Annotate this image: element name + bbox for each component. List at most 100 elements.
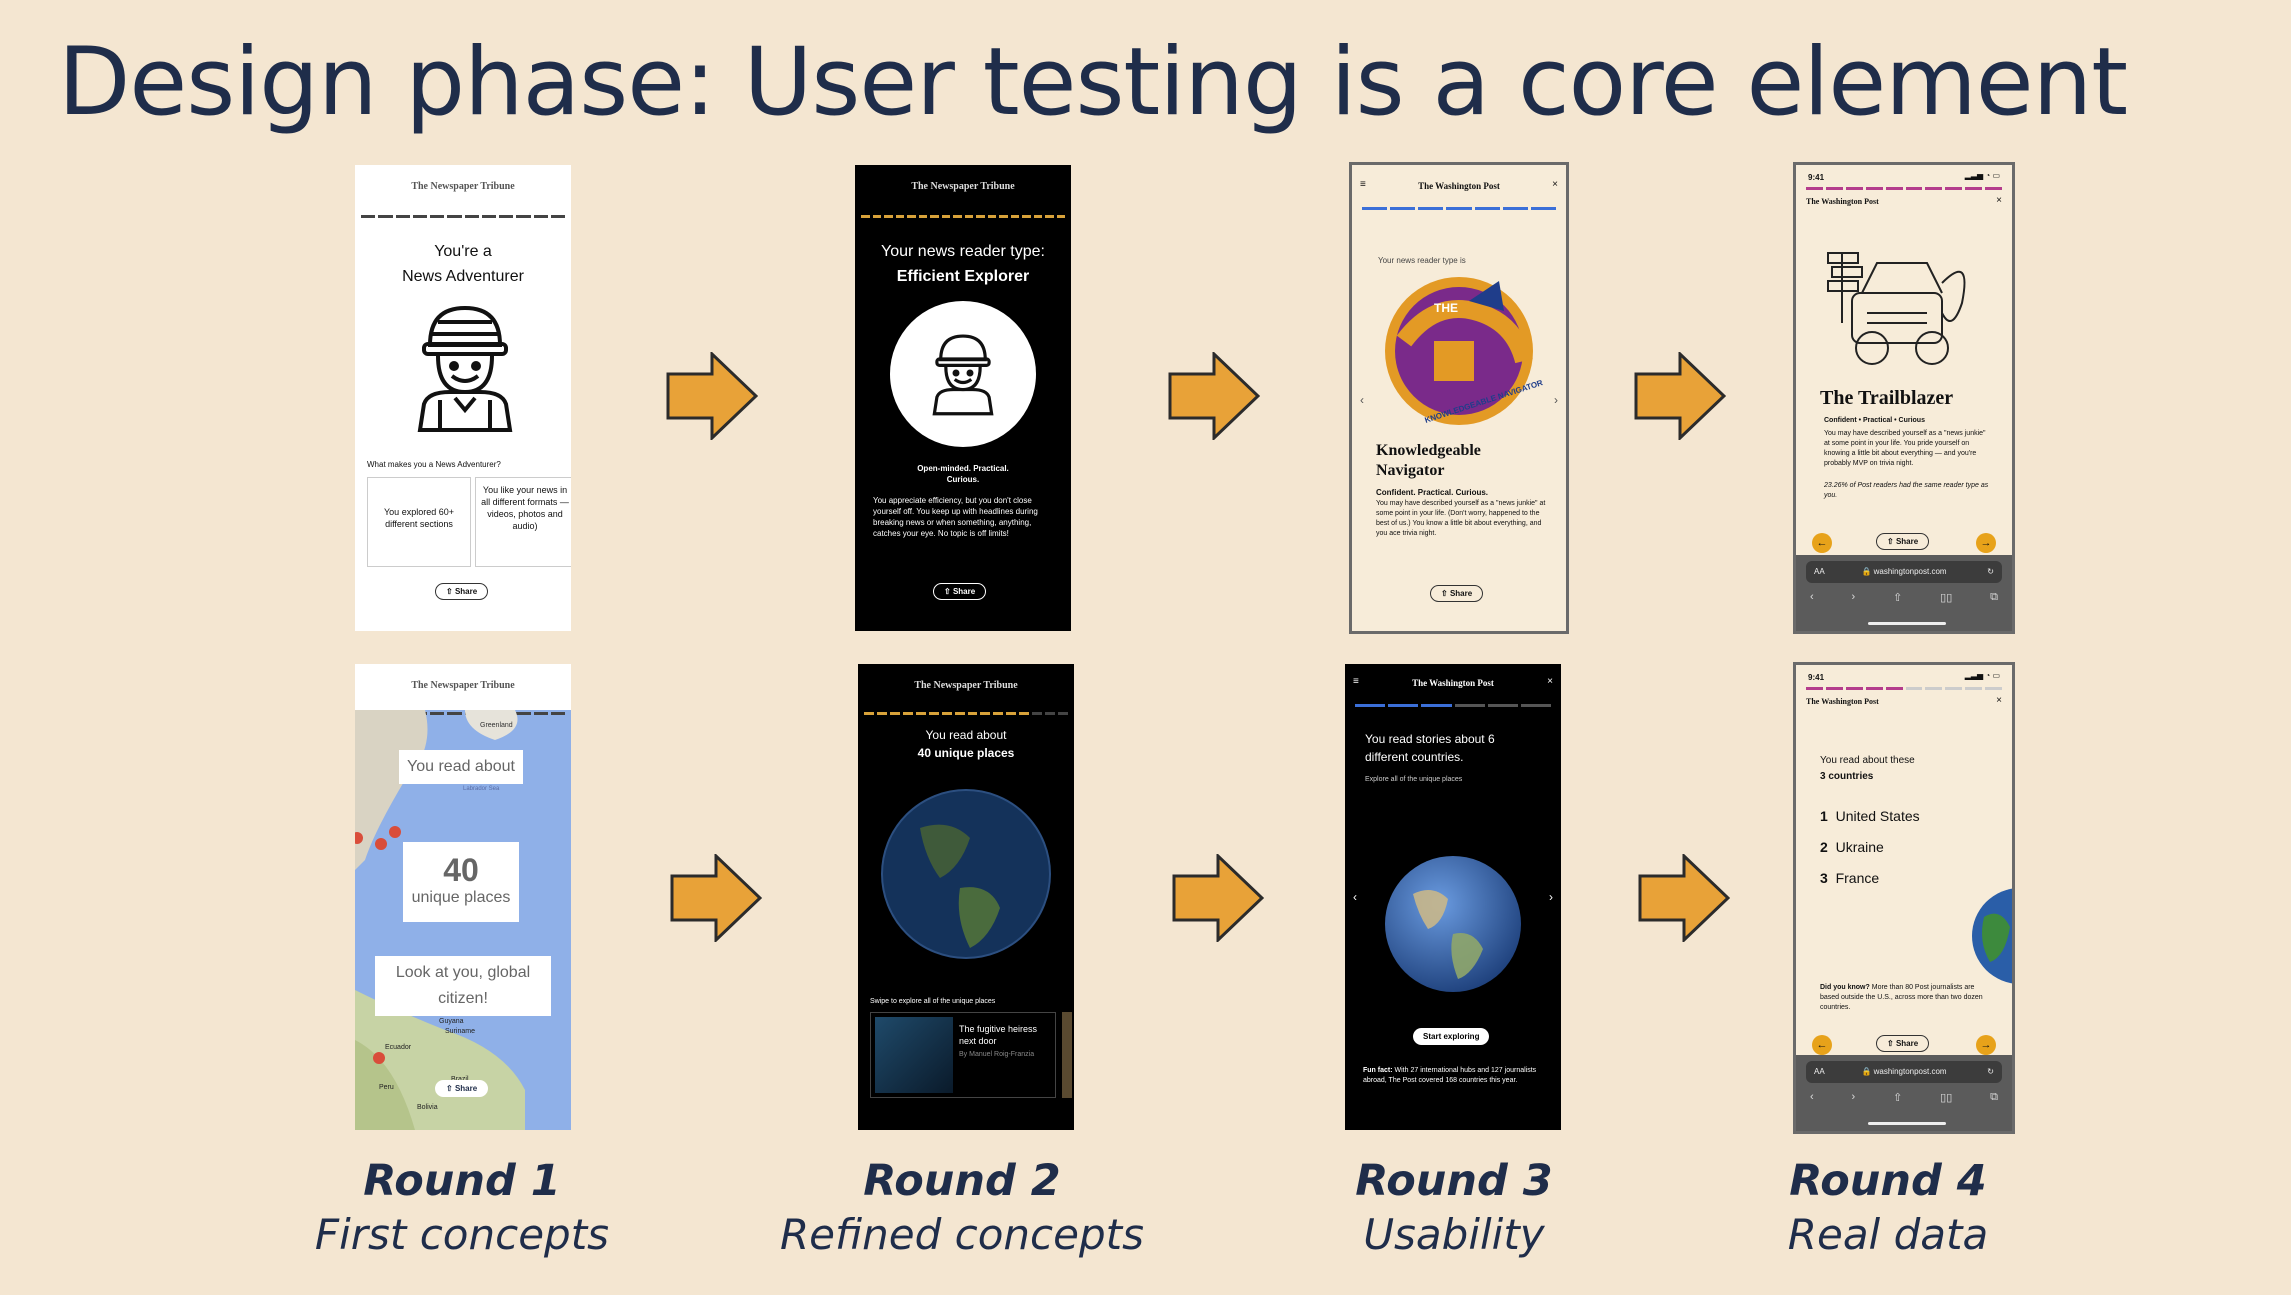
- fun-fact-body: With 27 international hubs and 127 journ…: [1363, 1067, 1537, 1084]
- explorer-avatar: [890, 301, 1036, 447]
- country-list: 1 United States 2 Ukraine 3 France: [1820, 801, 1920, 894]
- heading-line-1: You read about: [925, 728, 1007, 742]
- prev-icon[interactable]: ‹: [1353, 890, 1357, 904]
- share-button[interactable]: ⇧ Share: [435, 583, 489, 600]
- close-icon[interactable]: ×: [1996, 195, 2002, 206]
- round-label-4: Round 4 Real data: [1688, 1156, 2088, 1259]
- arrow-right-icon: [666, 352, 758, 440]
- share-button[interactable]: ⇧ Share: [435, 1080, 489, 1097]
- trailblazer-jeep-icon: [1827, 252, 1966, 365]
- masthead: The Washington Post: [1806, 697, 1879, 706]
- url-bar[interactable]: AA 🔒 washingtonpost.com ↻: [1806, 561, 2002, 583]
- card-formats: You like your news in all different form…: [475, 477, 571, 567]
- share-button[interactable]: ⇧ Share: [933, 583, 987, 600]
- globe-image: [1385, 856, 1521, 992]
- close-icon[interactable]: ×: [1552, 179, 1558, 190]
- screen-round3-bottom: ≡ The Washington Post × You read stories…: [1345, 664, 1561, 1130]
- card-read-about: You read about: [399, 750, 523, 784]
- story-title: The fugitive heiress next door: [959, 1024, 1038, 1046]
- next-button[interactable]: →: [1976, 533, 1996, 553]
- slide-title: Design phase: User testing is a core ele…: [58, 28, 2128, 137]
- fun-fact: Fun fact: With 27 international hubs and…: [1363, 1066, 1547, 1086]
- progress-dashes: [1806, 687, 2003, 690]
- back-icon[interactable]: ‹: [1810, 1091, 1814, 1103]
- body-text: You may have described yourself as a "ne…: [1824, 430, 1986, 467]
- close-icon[interactable]: ×: [1996, 695, 2002, 706]
- browser-toolbar: AA 🔒 washingtonpost.com ↻ ‹ › ⇧ ▯▯ ⧉: [1796, 1055, 2012, 1131]
- places-label: unique places: [411, 889, 511, 906]
- list-item: 1 United States: [1820, 808, 1920, 824]
- start-exploring-button[interactable]: Start exploring: [1413, 1028, 1490, 1045]
- close-icon[interactable]: ×: [1547, 676, 1553, 687]
- intro-text: You read about these: [1820, 755, 1915, 766]
- status-time: 9:41: [1808, 673, 1825, 682]
- browser-nav-icons: ‹ › ⇧ ▯▯ ⧉: [1810, 1091, 1998, 1104]
- prev-button[interactable]: ←: [1812, 533, 1832, 553]
- heading-line-2: 40 unique places: [917, 746, 1015, 760]
- back-icon[interactable]: ‹: [1810, 591, 1814, 603]
- forward-icon[interactable]: ›: [1851, 591, 1856, 603]
- story-card[interactable]: The fugitive heiress next door By Manuel…: [870, 1012, 1056, 1098]
- body-text: You may have described yourself as a "ne…: [1376, 500, 1546, 537]
- forward-icon[interactable]: ›: [1851, 1091, 1856, 1103]
- home-indicator: [1868, 622, 1946, 625]
- list-item: 2 Ukraine: [1820, 839, 1884, 855]
- dyk-body: More than 80 Post journalists are based …: [1820, 984, 1983, 1011]
- arrow-right-icon: [1172, 854, 1264, 942]
- round-subtitle: First concepts: [314, 1210, 610, 1259]
- intro-block: You read about these 3 countries: [1820, 753, 1915, 785]
- type-heading: The Trailblazer: [1820, 387, 1954, 409]
- browser-nav-icons: ‹ › ⇧ ▯▯ ⧉: [1810, 591, 1998, 604]
- map-label-ecuador: Ecuador: [385, 1044, 412, 1051]
- bookmarks-icon[interactable]: ▯▯: [1940, 1092, 1953, 1104]
- map-label-labrador: Labrador Sea: [463, 786, 500, 792]
- fun-fact-label: Fun fact:: [1363, 1067, 1393, 1074]
- body-text: You appreciate efficiency, but you don't…: [873, 496, 1038, 538]
- did-you-know: Did you know? More than 80 Post journali…: [1820, 983, 1988, 1013]
- text-size-button[interactable]: AA: [1814, 1067, 1825, 1076]
- reload-icon[interactable]: ↻: [1987, 1067, 1994, 1076]
- next-button[interactable]: →: [1976, 1035, 1996, 1055]
- bookmarks-icon[interactable]: ▯▯: [1940, 592, 1953, 604]
- traits-text: Confident • Practical • Curious: [1824, 417, 1925, 424]
- prev-icon[interactable]: ‹: [1360, 393, 1364, 407]
- map-label-brazil: Brazil: [451, 1074, 469, 1085]
- card-unique-places: 40 unique places: [403, 842, 519, 922]
- menu-icon[interactable]: ≡: [1353, 676, 1359, 687]
- share-icon[interactable]: ⇧: [1893, 592, 1903, 604]
- round-title: Round 3: [1355, 1156, 1553, 1206]
- card-sections: You explored 60+ different sections: [367, 477, 471, 567]
- progress-dashes: [861, 215, 1065, 218]
- url-bar[interactable]: AA 🔒 washingtonpost.com ↻: [1806, 1061, 2002, 1083]
- masthead: The Newspaper Tribune: [911, 181, 1015, 192]
- home-indicator: [1868, 1122, 1946, 1125]
- share-button[interactable]: ⇧ Share: [1430, 585, 1484, 602]
- arrow-right-icon: [670, 854, 762, 942]
- screen-round2-bottom: The Newspaper Tribune You read about 40 …: [858, 664, 1074, 1130]
- share-button[interactable]: ⇧ Share: [1876, 533, 1930, 550]
- tabs-icon[interactable]: ⧉: [1990, 1091, 1998, 1103]
- tabs-icon[interactable]: ⧉: [1990, 591, 1998, 603]
- card-global-citizen: Look at you, global citizen!: [375, 956, 551, 1016]
- next-story-peek: [1062, 1012, 1072, 1098]
- question-text: What makes you a News Adventurer?: [367, 460, 501, 469]
- adventurer-icon: [932, 334, 994, 416]
- next-icon[interactable]: ›: [1554, 393, 1558, 407]
- menu-icon[interactable]: ≡: [1360, 179, 1366, 190]
- status-icons: ▂▃▅ ◔ ▭: [1964, 171, 2000, 180]
- next-icon[interactable]: ›: [1549, 890, 1553, 904]
- swipe-hint: Swipe to explore all of the unique place…: [870, 998, 996, 1005]
- text-size-button[interactable]: AA: [1814, 567, 1825, 576]
- round-title: Round 1: [363, 1156, 561, 1206]
- masthead: The Washington Post: [1418, 181, 1500, 191]
- reload-icon[interactable]: ↻: [1987, 567, 1994, 576]
- screen-round3-top: ≡ The Washington Post × Your news reader…: [1349, 162, 1569, 634]
- prev-button[interactable]: ←: [1812, 1035, 1832, 1055]
- share-icon[interactable]: ⇧: [1893, 1092, 1903, 1104]
- traits-text: Open-minded. Practical. Curious.: [917, 464, 1009, 484]
- status-time: 9:41: [1808, 173, 1825, 182]
- arrow-right-icon: [1168, 352, 1260, 440]
- sub-text: Explore all of the unique places: [1365, 776, 1463, 783]
- share-button[interactable]: ⇧ Share: [1876, 1035, 1930, 1052]
- screen-round1-bottom: The Newspaper Tribune Greenland Labrador…: [355, 664, 571, 1130]
